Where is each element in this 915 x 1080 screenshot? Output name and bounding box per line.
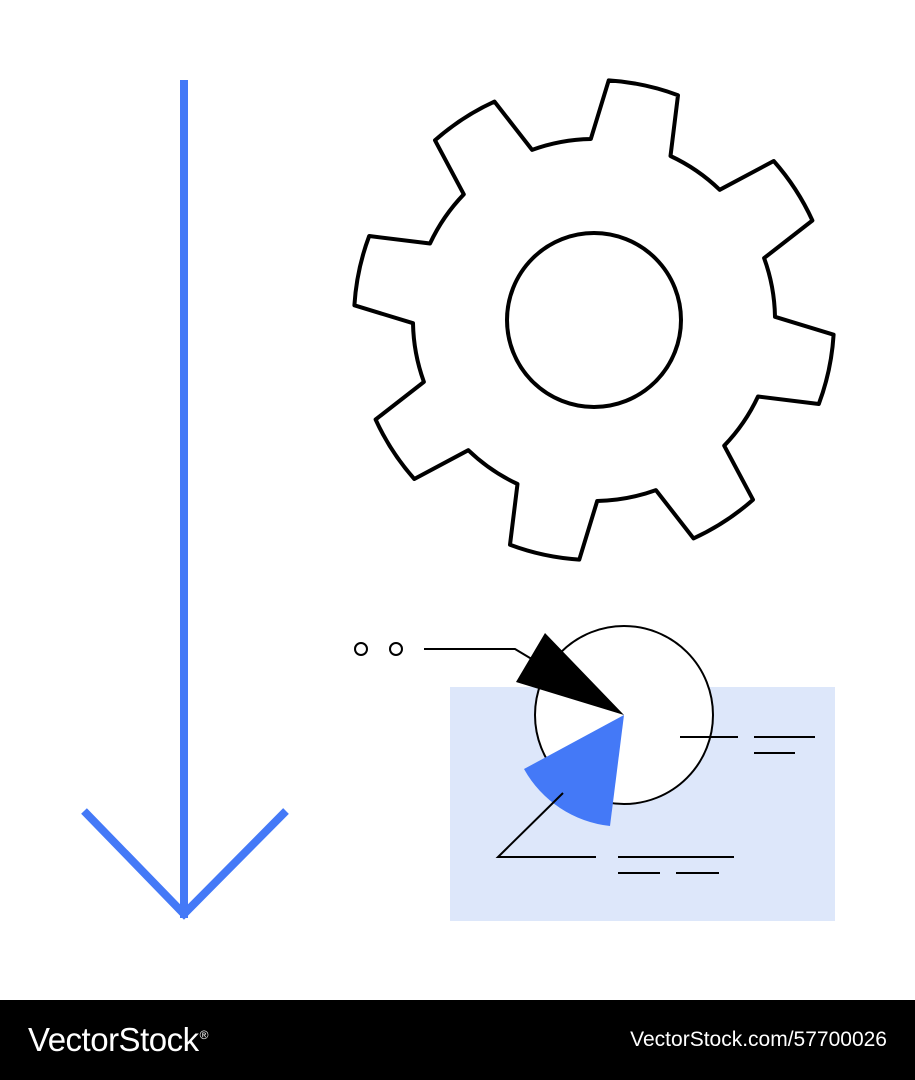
leader-line [495, 792, 596, 858]
pie-slice-dark [516, 633, 624, 715]
image-id-label: VectorStock.com/57700026 [630, 1028, 887, 1051]
arrow-head [81, 808, 289, 920]
gear-outline [352, 78, 836, 562]
illustration-artwork [81, 78, 836, 921]
pie-chart-icon [354, 625, 835, 921]
registered-mark: ® [199, 1028, 209, 1042]
pie-slice-blue [524, 715, 624, 826]
legend-dot [389, 642, 403, 656]
brand-name: VectorStock [28, 1021, 199, 1058]
watermark-footer: VectorStock® VectorStock.com/57700026 [0, 1000, 915, 1080]
arrow-down-icon [81, 80, 289, 920]
legend-dot [354, 642, 368, 656]
leader-line [424, 648, 541, 665]
brand-logo: VectorStock® [28, 1021, 208, 1059]
gear-hub [505, 231, 683, 409]
gear-icon [352, 78, 836, 562]
